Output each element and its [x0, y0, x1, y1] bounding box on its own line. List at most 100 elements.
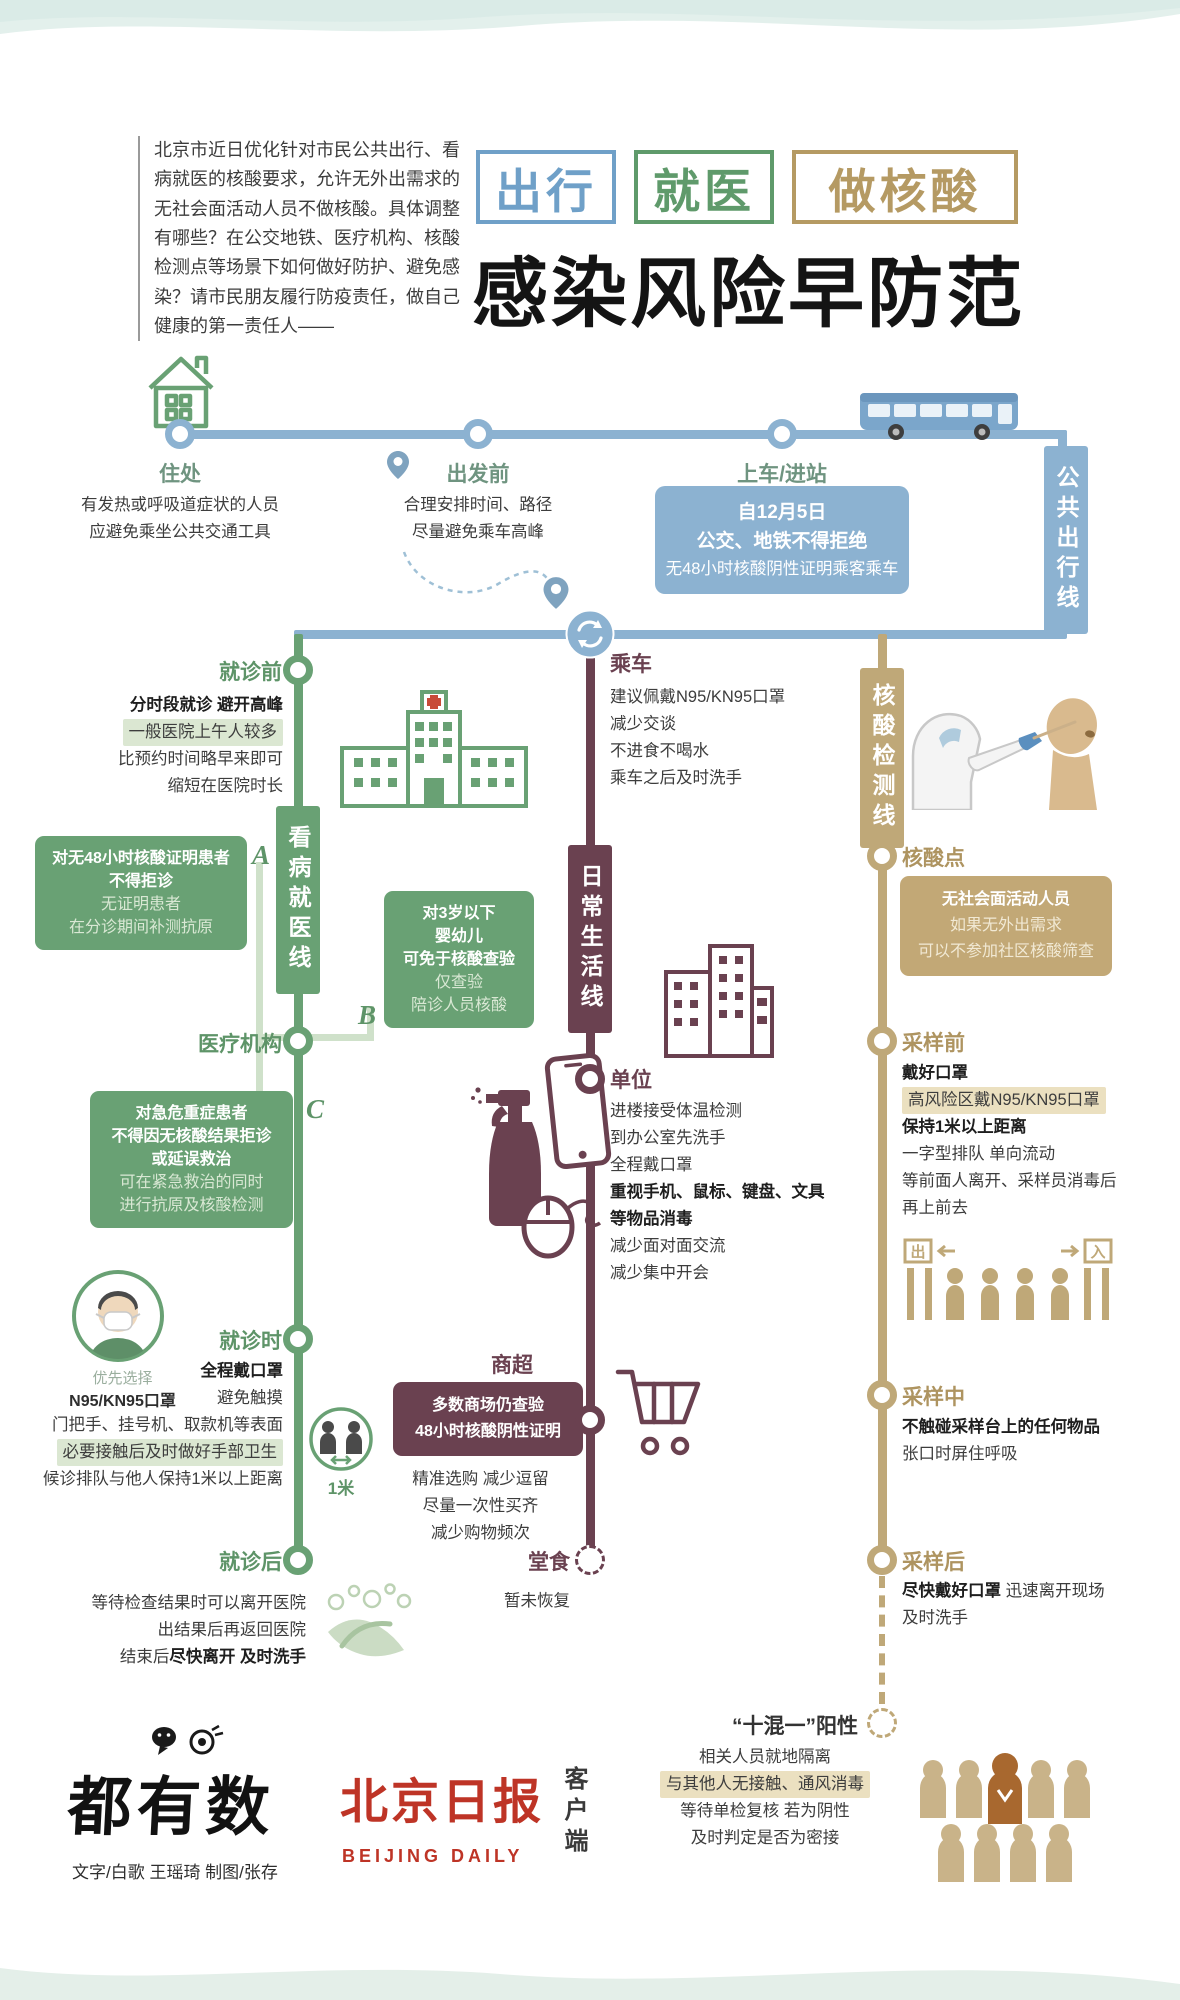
stop-label-sample-before: 采样前	[902, 1032, 965, 1055]
badge-test: 做核酸	[792, 150, 1018, 224]
node-sample-before	[867, 1026, 897, 1056]
weibo-icon	[189, 1724, 224, 1755]
shopping-cart-icon	[615, 1369, 701, 1456]
node-dine	[575, 1545, 605, 1575]
crowd-icon	[920, 1753, 1090, 1882]
stop-label-facility: 医疗机构	[198, 1033, 282, 1056]
connector-box-b	[367, 1006, 374, 1041]
medical-line	[294, 634, 303, 1560]
connector-box-c	[256, 1041, 263, 1095]
node-depart	[463, 419, 493, 449]
sample-before-tips: 戴好口罩 高风险区戴N95/KN95口罩 保持1米以上距离 一字型排队 单向流动…	[902, 1064, 1117, 1217]
during-visit-tips: 全程戴口罩 避免触摸 门把手、挂号机、取款机等表面 必要接触后及时做好手部卫生 …	[42, 1362, 283, 1488]
gate-out-label: 出	[910, 1243, 925, 1261]
bottom-wave-decoration	[0, 1968, 1180, 2000]
stop-label-pre-visit: 就诊前	[219, 661, 282, 684]
node-pre-visit	[283, 655, 313, 685]
policy-box-c: 对急危重症患者 不得因无核酸结果拒诊 或延误救治 可在紧急救治的同时 进行抗原及…	[90, 1091, 293, 1228]
stop-label-site: 核酸点	[902, 847, 965, 870]
buildings-icon	[664, 944, 774, 1058]
gate-in-label: 入	[1090, 1244, 1105, 1261]
intro-paragraph: 北京市近日优化针对市民公共出行、看病就医的核酸要求，允许无外出需求的无社会面活动…	[138, 136, 460, 342]
nucleic-line-label: 核酸检测线	[860, 668, 904, 848]
policy-box-b: 对3岁以下 婴幼儿 可免于核酸查验 仅查验 陪诊人员核酸	[384, 891, 534, 1028]
transit-line	[176, 430, 1067, 439]
node-facility	[283, 1026, 313, 1056]
hospital-icon	[340, 690, 528, 808]
nucleic-line	[878, 634, 887, 1560]
transit-notice-box: 自12月5日 公交、地铁不得拒绝 无48小时核酸阴性证明乘客乘车	[655, 486, 909, 594]
stop-label-depart: 出发前	[446, 463, 510, 486]
connector-box-a	[256, 862, 263, 1040]
node-after-visit	[283, 1545, 313, 1575]
stop-label-sample-after: 采样后	[902, 1551, 965, 1574]
queue-gates-icon: 出 入	[903, 1238, 1113, 1320]
stop-label-positive: “十混一”阳性	[732, 1715, 858, 1738]
client-label: 客户端	[560, 1766, 587, 1859]
stop-label-dine: 堂食	[528, 1551, 570, 1574]
dine-tips: 暂未恢复	[504, 1592, 570, 1610]
node-board	[767, 419, 797, 449]
top-wave-decoration	[0, 0, 1180, 34]
daily-line-label: 日常生活线	[568, 845, 612, 1033]
connector-horizontal	[256, 1034, 374, 1041]
highlighted-person	[988, 1753, 1022, 1824]
sample-during-tips: 不触碰采样台上的任何物品 张口时屏住呼吸	[902, 1418, 1100, 1463]
douyoushu-logo: 都有数	[65, 1771, 277, 1843]
badge-travel: 出行	[476, 150, 616, 224]
stop-label-ride: 乘车	[610, 653, 652, 676]
depart-tips: 合理安排时间、路径 尽量避免乘车高峰	[403, 496, 553, 541]
office-tips: 进楼接受体温检测 到办公室先洗手 全程戴口罩 重视手机、鼠标、键盘、文具 等物品…	[610, 1102, 825, 1282]
node-during-visit	[283, 1324, 313, 1354]
pre-visit-tips: 分时段就诊 避开高峰 一般医院上午人较多 比预约时间略早来即可 缩短在医院时长	[118, 696, 283, 795]
policy-box-a: 对无48小时核酸证明患者 不得拒诊 无证明患者 在分诊期间补测抗原	[35, 836, 247, 950]
sample-after-tips: 尽快戴好口罩 迅速离开现场 及时洗手	[902, 1582, 1105, 1627]
marker-b: B	[358, 1000, 377, 1030]
beijing-daily-en: BEIJING DAILY	[342, 1846, 524, 1866]
distance-icon	[309, 1407, 373, 1471]
credits: 文字/白歌 王瑶琦 制图/张存	[72, 1863, 278, 1882]
transit-line-label: 公共出行线	[1044, 446, 1088, 634]
location-pin-icon	[543, 577, 569, 609]
mouse-icon	[521, 1195, 602, 1259]
marker-a: A	[252, 840, 271, 870]
handwash-icon	[327, 1583, 412, 1657]
positive-tips: 相关人员就地隔离 与其他人无接触、通风消毒 等待单检复核 若为阴性 及时判定是否…	[640, 1744, 890, 1852]
beijing-daily-logo: 北京日报	[340, 1776, 545, 1829]
junction-connector	[294, 630, 1067, 639]
node-sample-after	[867, 1545, 897, 1575]
house-icon	[148, 355, 214, 429]
wechat-icon	[152, 1727, 176, 1755]
stop-label-market: 商超	[491, 1354, 533, 1377]
node-sample-during	[867, 1380, 897, 1410]
social-icons	[152, 1724, 224, 1755]
badge-medical: 就医	[634, 150, 774, 224]
home-tips: 有发热或呼吸道症状的人员 应避免乘坐公共交通工具	[81, 496, 279, 541]
market-notice-box: 多数商场仍查验 48小时核酸阴性证明	[393, 1382, 583, 1456]
market-tips: 精准选购 减少逗留 尽量一次性买齐 减少购物频次	[412, 1470, 549, 1542]
stop-label-sample-during: 采样中	[902, 1386, 965, 1409]
node-office	[575, 1064, 605, 1094]
sampling-illustration	[911, 698, 1097, 810]
node-positive	[867, 1708, 897, 1738]
medical-line-label: 看病就医线	[276, 806, 320, 994]
nucleic-line-dashed	[879, 1576, 885, 1704]
spray-bottle-icon	[471, 1087, 541, 1226]
location-pin-icon	[387, 451, 409, 479]
after-visit-tips: 等待检查结果时可以离开医院 出结果后再返回医院 结束后尽快离开 及时洗手	[91, 1594, 307, 1666]
ride-tips: 建议佩戴N95/KN95口罩 减少交谈 不进食不喝水 乘车之后及时洗手	[610, 688, 786, 787]
node-market	[575, 1405, 605, 1435]
site-notice-box: 无社会面活动人员 如果无外出需求 可以不参加社区核酸筛查	[900, 876, 1112, 976]
stop-label-during-visit: 就诊时	[219, 1330, 282, 1353]
stop-label-home: 住处	[159, 463, 201, 486]
page-title: 感染风险早防范	[472, 252, 1025, 337]
mask-tip: 优先选择 N95/KN95口罩	[69, 1370, 176, 1410]
distance-tag: 1米	[327, 1479, 355, 1498]
dashed-route-path	[402, 551, 554, 594]
marker-c: C	[306, 1094, 325, 1124]
stop-label-board: 上车/进站	[737, 463, 827, 486]
mask-person-icon	[72, 1270, 164, 1362]
bus-icon	[860, 393, 1018, 440]
stop-label-office: 单位	[610, 1069, 652, 1092]
